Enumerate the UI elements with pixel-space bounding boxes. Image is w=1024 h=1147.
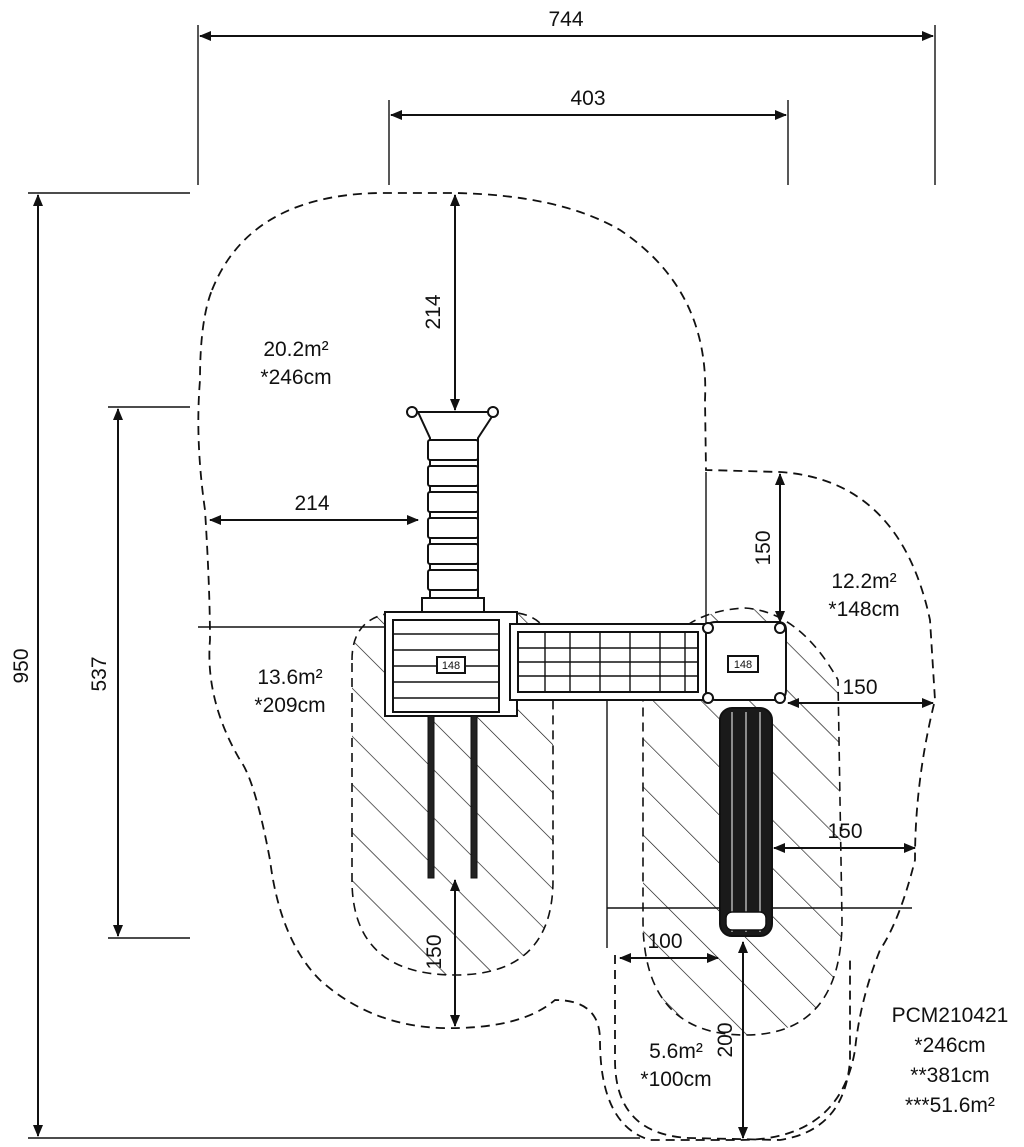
product-line-3: ***51.6m²: [905, 1094, 995, 1117]
dimension-labels: 744 403 950 537 214 214 150 150 150 150 …: [10, 8, 878, 1058]
safety-zone-outlines: [197, 192, 936, 1141]
product-line-1: *246cm: [914, 1034, 985, 1057]
dim-right-upper-150: 150: [752, 530, 775, 565]
dim-total-height: 950: [10, 648, 33, 683]
left-poles: [427, 715, 478, 879]
zone-right-height: *148cm: [828, 598, 899, 621]
left-platform-label: 148: [442, 660, 460, 672]
dim-bottom-100: 100: [647, 930, 682, 953]
main-safety-outline: [197, 192, 936, 1141]
dim-537: 537: [88, 656, 111, 691]
net-bridge: [509, 623, 707, 701]
zone-labels: 20.2m² *246cm 13.6m² *209cm 12.2m² *148c…: [254, 338, 899, 1091]
dim-top-clearance: 214: [422, 294, 445, 329]
dim-total-width: 744: [548, 8, 583, 31]
dim-inner-width: 403: [570, 87, 605, 110]
right-platform: 148: [702, 621, 787, 704]
zone-right-area: 12.2m²: [831, 570, 896, 593]
dim-right-lower-150: 150: [827, 820, 862, 843]
dim-bottom-200: 200: [714, 1022, 737, 1057]
zone-left-height: *209cm: [254, 694, 325, 717]
dim-bottom-left-150: 150: [423, 934, 446, 969]
zone-top-height: *246cm: [260, 366, 331, 389]
dim-left-clearance: 214: [294, 492, 329, 515]
left-platform: 148: [384, 611, 518, 717]
zone-top-area: 20.2m²: [263, 338, 328, 361]
zone-left-area: 13.6m²: [257, 666, 322, 689]
dim-right-side-150: 150: [842, 676, 877, 699]
product-code: PCM210421: [892, 1004, 1009, 1027]
product-info: PCM210421 *246cm **381cm ***51.6m²: [892, 1004, 1009, 1117]
dimension-lines: [33, 31, 934, 1139]
ladder: [406, 406, 499, 613]
equipment: 148 148: [384, 406, 787, 937]
tube-slide: [719, 707, 773, 937]
product-line-2: **381cm: [910, 1064, 989, 1087]
zone-bottom-height: *100cm: [640, 1068, 711, 1091]
right-platform-label: 148: [734, 659, 752, 671]
zone-bottom-area: 5.6m²: [649, 1040, 703, 1063]
bottom-safety-outline: [614, 955, 851, 1141]
